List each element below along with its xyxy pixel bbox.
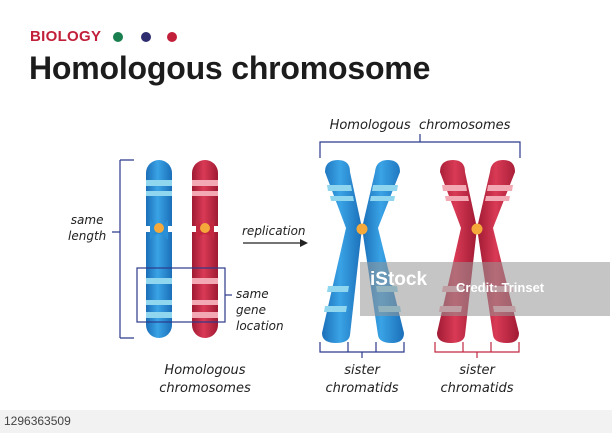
sister-chromatids-red-label: sister chromatids xyxy=(440,363,514,396)
same-length-label: same length xyxy=(68,213,107,244)
stock-id-bar: 1296363509 xyxy=(0,410,612,433)
left-blue-chromosome xyxy=(146,160,172,338)
watermark-credit: Credit: Trinset xyxy=(456,280,545,295)
same-length-bracket xyxy=(112,159,134,339)
centromere-blue-right xyxy=(356,223,368,235)
left-caption: Homologous chromosomes xyxy=(159,363,251,396)
page-title: Homologous chromosome xyxy=(29,50,431,86)
sister-bracket-blue xyxy=(319,342,405,358)
centromere-red-right xyxy=(471,223,483,235)
watermark-logo: iStock xyxy=(370,269,428,290)
sister-bracket-red xyxy=(434,342,520,358)
dot-green xyxy=(113,32,123,42)
replication-label: replication xyxy=(242,224,306,238)
stock-id: 1296363509 xyxy=(4,414,71,428)
dot-navy xyxy=(141,32,151,42)
sister-chromatids-blue-label: sister chromatids xyxy=(325,363,399,396)
centromere-red-left xyxy=(200,223,210,233)
left-red-chromosome xyxy=(192,160,218,338)
dot-red xyxy=(167,32,177,42)
same-gene-location-label: same gene location xyxy=(236,287,284,334)
top-bracket xyxy=(319,134,521,158)
subject-label: BIOLOGY xyxy=(30,28,102,45)
watermark-overlay: iStock Credit: Trinset xyxy=(360,262,610,316)
centromere-blue-left xyxy=(154,223,164,233)
right-caption: Homologous chromosomes xyxy=(329,118,511,133)
